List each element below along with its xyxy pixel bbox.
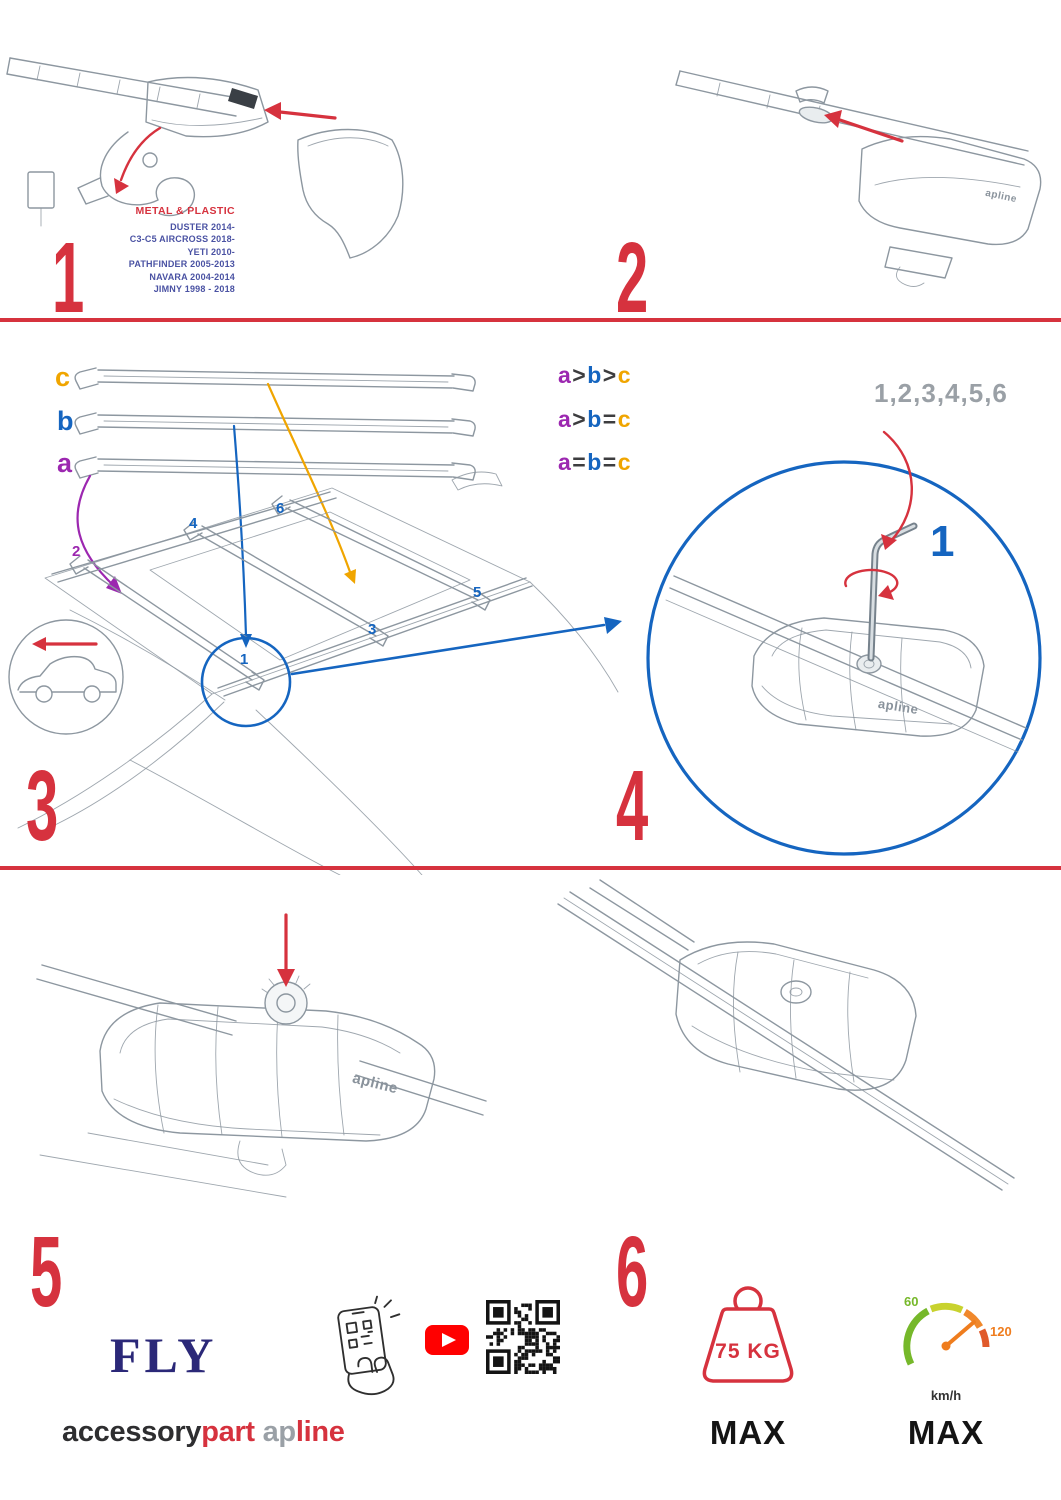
- brand-line: line: [295, 1416, 345, 1448]
- cmp-letter-c: c: [617, 449, 632, 475]
- cmp-letter-c: c: [617, 362, 632, 388]
- brand-part: part: [201, 1416, 255, 1448]
- cmp-letter-c: c: [617, 406, 632, 432]
- cmp-operator: >: [572, 406, 587, 432]
- bar-label-c: c: [55, 362, 71, 392]
- cmp-operator: =: [602, 449, 617, 475]
- length-comparison-row: a=b=c: [558, 449, 631, 476]
- vehicle-compatibility-list: DUSTER 2014- C3-C5 AIRCROSS 2018- YETI 2…: [40, 221, 235, 295]
- brand-ap: ap: [262, 1416, 297, 1448]
- position-number-4: 4: [189, 515, 198, 532]
- position-number-3: 3: [368, 621, 377, 638]
- step-number-1: 1: [52, 222, 84, 334]
- step6-mounted-foot-drawing: [557, 879, 1015, 1191]
- youtube-icon: [425, 1325, 469, 1355]
- cmp-operator: =: [572, 449, 587, 475]
- speed-scale-low: 60: [904, 1294, 919, 1309]
- brand-wordmark: accessorypart apline: [62, 1418, 345, 1447]
- step-number-3: 3: [26, 750, 58, 862]
- step1-clamp-exploded-drawing: [6, 57, 404, 259]
- max-weight-icon: [702, 1286, 794, 1383]
- length-comparison-row: a>b>c: [558, 362, 631, 389]
- position-number-5: 5: [473, 584, 482, 601]
- max-weight-value: 75 KG: [715, 1340, 781, 1363]
- section-divider-bottom: [0, 866, 1061, 870]
- step-number-6: 6: [616, 1216, 648, 1328]
- length-comparison-row: a>b=c: [558, 406, 631, 433]
- order-step-highlight: 1: [930, 517, 955, 566]
- position-number-2: 2: [72, 543, 81, 560]
- vehicle-item: DUSTER 2014-: [170, 222, 235, 232]
- qr-code-icon: [486, 1300, 560, 1374]
- phone-scan-icon: [337, 1295, 401, 1396]
- cmp-letter-b: b: [587, 362, 602, 388]
- cmp-operator: >: [572, 362, 587, 388]
- max-speed-label: MAX: [907, 1414, 985, 1451]
- cmp-letter-b: b: [587, 406, 602, 432]
- cmp-letter-a: a: [558, 406, 572, 432]
- vehicle-item: YETI 2010-: [187, 246, 235, 257]
- position-number-1: 1: [240, 651, 249, 668]
- cmp-letter-a: a: [558, 362, 572, 388]
- brand-accessory: accessory: [62, 1416, 202, 1448]
- cmp-letter-b: b: [587, 449, 602, 475]
- step5-knob-press-drawing: [36, 913, 487, 1198]
- step-number-4: 4: [616, 750, 648, 862]
- section-divider-top: [0, 318, 1061, 322]
- max-weight-label: MAX: [709, 1414, 787, 1451]
- speedometer-icon: [903, 1302, 990, 1366]
- fly-wordmark: FLY: [110, 1327, 218, 1383]
- cmp-letter-a: a: [558, 449, 572, 475]
- speed-scale-high: 120: [990, 1324, 1012, 1339]
- vehicle-item: C3-C5 AIRCROSS 2018-: [129, 234, 235, 245]
- step2-bar-insert-drawing: [675, 70, 1042, 287]
- vehicle-item: JIMNY 1998 - 2018: [153, 284, 235, 295]
- cmp-operator: >: [602, 362, 617, 388]
- step-number-5: 5: [30, 1216, 62, 1328]
- tightening-order-sequence: 1,2,3,4,5,6: [874, 378, 1008, 408]
- cmp-operator: =: [602, 406, 617, 432]
- bar-label-a: a: [57, 448, 73, 478]
- step4-tightening-detail-drawing: [646, 430, 1042, 856]
- step-number-2: 2: [616, 222, 648, 334]
- speed-unit-label: km/h: [930, 1388, 962, 1403]
- vehicle-item: PATHFINDER 2005-2013: [128, 259, 235, 270]
- step3-roof-installation-drawing: [8, 367, 622, 875]
- material-label: METAL & PLASTIC: [135, 205, 235, 217]
- vehicle-item: NAVARA 2004-2014: [149, 271, 235, 282]
- bar-label-b: b: [57, 406, 74, 436]
- position-number-6: 6: [276, 500, 285, 517]
